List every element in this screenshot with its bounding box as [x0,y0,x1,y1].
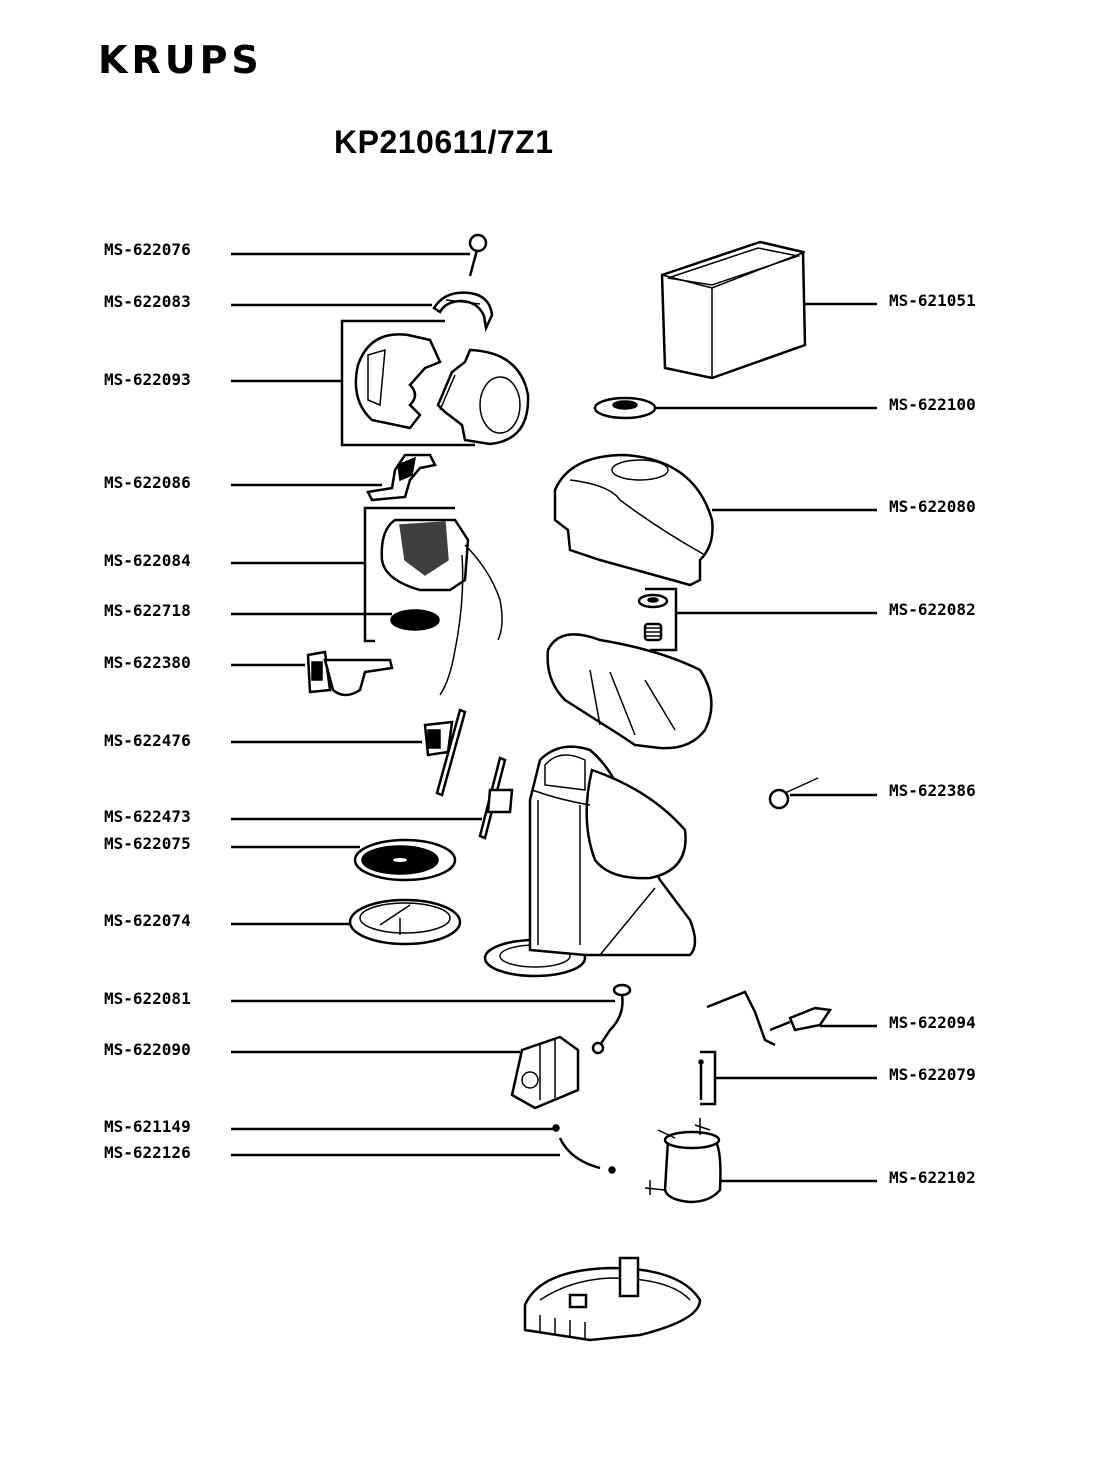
part-chassis-shell [546,633,713,750]
model-number: KP210611/7Z1 [334,124,554,160]
part-capsule-holder [306,650,394,697]
part-label: MS-622094 [889,1013,976,1032]
part-label: MS-622093 [104,370,191,389]
part-label: MS-622080 [889,497,976,516]
part-water-tank [660,240,807,380]
part-label: MS-622102 [889,1168,976,1187]
part-label: MS-621149 [104,1117,191,1136]
part-upper-clip [432,291,494,333]
part-power-cord [706,990,833,1047]
part-valve-set [637,593,669,642]
brand-logo: KRUPS [98,38,263,82]
part-o-ring [768,777,819,810]
part-brewing-unit [380,518,503,696]
part-label: MS-622086 [104,473,191,492]
part-brewing-head-shells [354,333,530,446]
part-label: MS-622075 [104,834,191,853]
part-label: MS-622076 [104,240,191,259]
part-cap-lever [468,233,488,277]
part-label: MS-622473 [104,807,191,826]
part-hose [558,1137,616,1174]
part-label: MS-622079 [889,1065,976,1084]
part-side-panel [478,756,514,840]
bracket [363,506,455,643]
part-heater-thermoblock [644,1118,722,1204]
leader-lines-right [645,302,877,1183]
part-label: MS-622126 [104,1143,191,1162]
part-label: MS-622476 [104,731,191,750]
part-label: MS-622074 [104,911,191,930]
part-drip-grid [353,838,457,882]
part-pump [510,1035,580,1110]
bracket [340,319,475,447]
part-label: MS-622081 [104,989,191,1008]
part-pipe-connector [591,983,632,1055]
part-lever-clip [366,453,437,502]
part-label: MS-622090 [104,1040,191,1059]
part-label: MS-622718 [104,601,191,620]
part-label: MS-622386 [889,781,976,800]
part-small-seal [552,1124,560,1132]
part-tank-valve [593,396,657,420]
bracket [645,587,678,652]
part-label: MS-622084 [104,551,191,570]
part-label: MS-622082 [889,600,976,619]
part-side-panel [423,708,467,797]
part-main-body [483,745,697,978]
part-label: MS-622380 [104,653,191,672]
part-base-plate [523,1256,702,1342]
part-top-cover [553,453,714,587]
part-drip-tray [348,898,462,946]
part-brew-seal [390,609,440,631]
part-label: MS-621051 [889,291,976,310]
part-label: MS-622083 [104,292,191,311]
part-screw [698,1059,704,1100]
leader-lines-left [231,252,615,1157]
part-label: MS-622100 [889,395,976,414]
